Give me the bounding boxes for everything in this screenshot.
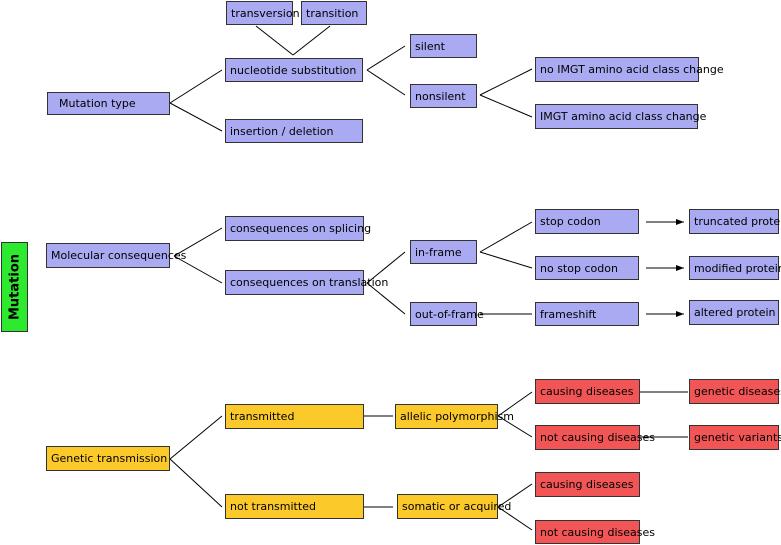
mutation-type-node: Mutation type	[47, 92, 170, 115]
connector	[479, 94, 533, 118]
no-stop-codon-node: no stop codon	[535, 256, 639, 280]
genetic-transmission-node: Genetic transmission	[46, 446, 170, 471]
silent-node: silent	[410, 34, 477, 58]
frameshift-node: frameshift	[535, 302, 639, 326]
connector	[366, 69, 406, 96]
somatic-or-acquired-node: somatic or acquired	[397, 494, 511, 519]
mutation-side-label: Mutation	[1, 242, 28, 332]
connector	[497, 415, 533, 438]
in-frame-node: in-frame	[410, 240, 477, 264]
genetic-variants-node: genetic variants	[689, 425, 781, 450]
genetic-diseases-node: genetic diseases	[689, 379, 781, 404]
connector	[292, 25, 331, 56]
connector	[497, 483, 533, 508]
connector	[173, 255, 223, 284]
truncated-protein-node: truncated protein	[689, 209, 781, 234]
connector	[169, 458, 223, 508]
altered-protein-node: altered protein	[689, 300, 779, 325]
connector	[497, 506, 533, 531]
not-causing-diseases-somatic-node: not causing diseases	[535, 520, 655, 544]
transition-node: transition	[301, 1, 367, 25]
allelic-polymorphism-node: allelic polymorphism	[395, 404, 514, 429]
connector	[169, 415, 223, 460]
causing-diseases-somatic-node: causing diseases	[535, 472, 640, 497]
connector	[173, 227, 223, 257]
connector	[479, 221, 533, 253]
connector	[366, 282, 406, 315]
out-of-frame-node: out-of-frame	[410, 302, 484, 326]
connector	[479, 68, 533, 96]
not-causing-diseases-node: not causing diseases	[535, 425, 655, 450]
connector	[366, 251, 406, 284]
causing-diseases-node: causing diseases	[535, 379, 640, 404]
transversion-node: transversion	[226, 1, 300, 25]
connector	[366, 45, 406, 71]
modified-protein-node: modified protein	[689, 256, 781, 280]
splicing-node: consequences on splicing	[225, 216, 371, 241]
transmitted-node: transmitted	[225, 404, 364, 429]
connector	[169, 69, 223, 104]
connector	[169, 102, 223, 132]
not-transmitted-node: not transmitted	[225, 494, 364, 519]
mutation-side-text: Mutation	[7, 253, 22, 321]
nucleotide-substitution-node: nucleotide substitution	[225, 58, 363, 82]
translation-node: consequences on translation	[225, 270, 388, 295]
nonsilent-node: nonsilent	[410, 84, 477, 108]
connector	[479, 251, 533, 269]
molecular-consequences-node: Molecular consequences	[46, 243, 186, 268]
no-imgt-change-node: no IMGT amino acid class change	[535, 57, 724, 82]
connector	[497, 391, 533, 417]
imgt-change-node: IMGT amino acid class change	[535, 104, 706, 129]
insertion-deletion-node: insertion / deletion	[225, 119, 363, 143]
connector	[255, 25, 294, 56]
stop-codon-node: stop codon	[535, 209, 639, 234]
